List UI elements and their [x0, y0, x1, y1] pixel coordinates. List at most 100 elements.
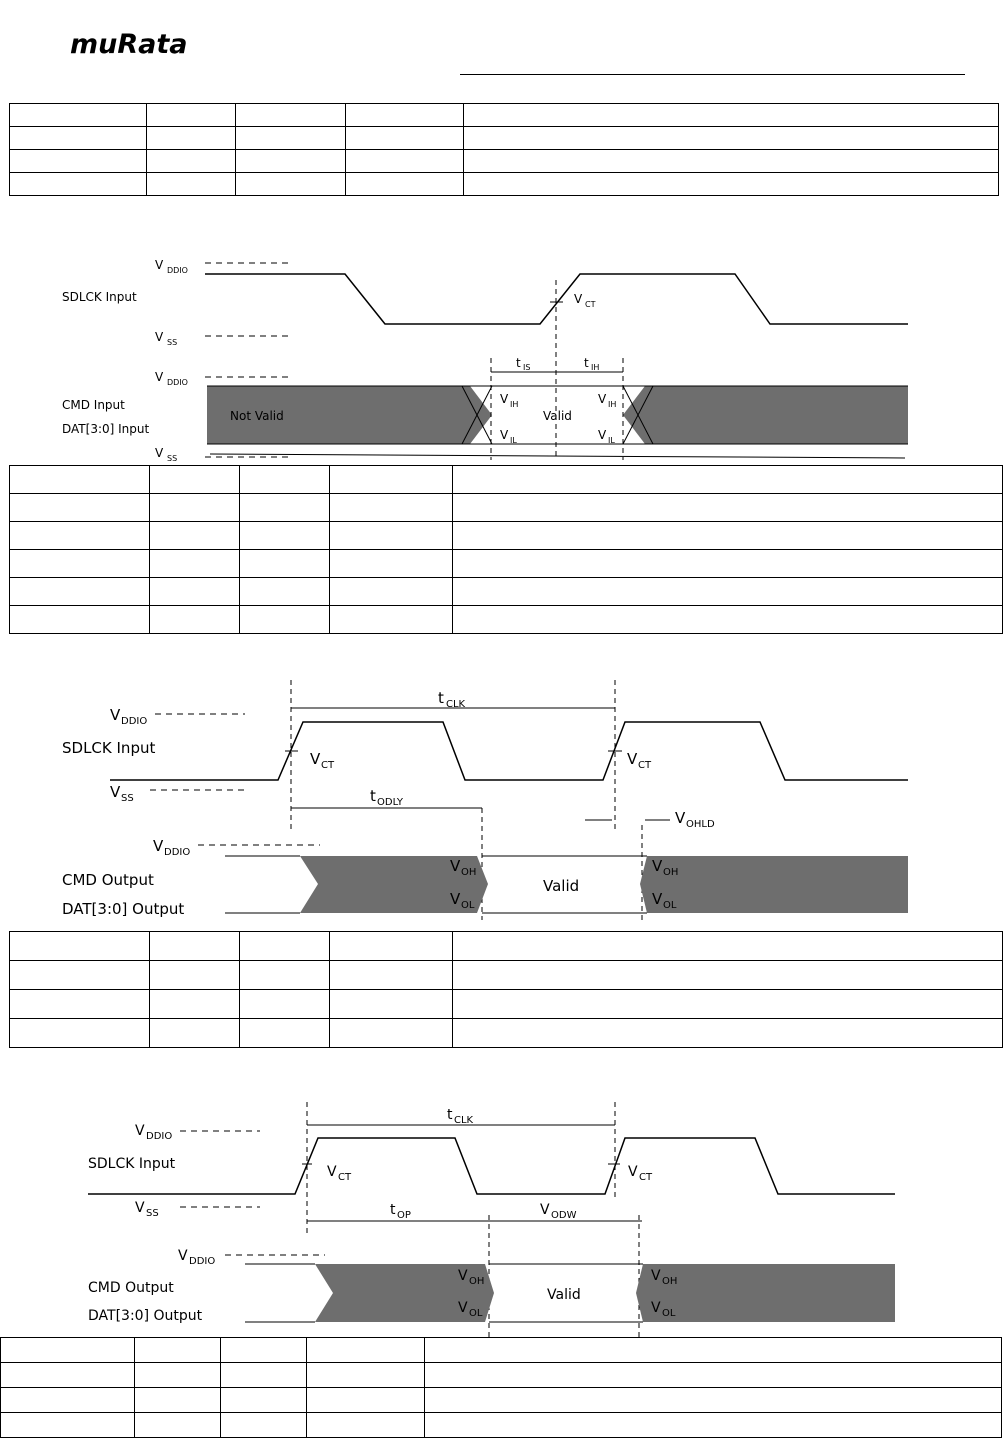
svg-text:V: V [110, 783, 121, 801]
svg-text:DDIO: DDIO [167, 266, 188, 275]
svg-text:V: V [450, 890, 461, 908]
svg-text:OH: OH [461, 867, 476, 878]
svg-text:V: V [652, 890, 663, 908]
svg-text:IH: IH [591, 363, 599, 372]
logo-text: muRata [70, 29, 188, 60]
dat-output-label: DAT[3:0] Output [62, 900, 184, 918]
svg-text:OL: OL [662, 1308, 676, 1319]
svg-text:CLK: CLK [446, 699, 466, 710]
spec-table-1 [9, 103, 999, 196]
svg-text:V: V [155, 330, 164, 344]
svg-text:t: t [516, 356, 521, 370]
table-row [9, 465, 1003, 494]
svg-text:OH: OH [469, 1276, 484, 1287]
svg-text:CT: CT [638, 760, 652, 771]
svg-text:V: V [652, 857, 663, 875]
spec-table-4 [0, 1337, 1002, 1438]
svg-text:IH: IH [608, 400, 616, 409]
not-valid-label: Not Valid [230, 409, 284, 423]
table-row [9, 960, 1003, 990]
svg-text:IH: IH [510, 400, 518, 409]
svg-text:V: V [500, 392, 509, 406]
valid-label: Valid [543, 409, 572, 423]
spec-table-2 [9, 465, 1003, 634]
table-row [0, 1387, 1002, 1413]
table-row [9, 521, 1003, 550]
svg-text:t: t [390, 1202, 396, 1218]
table-row [0, 1362, 1002, 1388]
svg-text:IL: IL [510, 436, 517, 445]
svg-text:SS: SS [146, 1208, 159, 1219]
svg-text:SS: SS [121, 793, 134, 804]
svg-text:DDIO: DDIO [189, 1256, 215, 1267]
svg-text:OL: OL [461, 900, 475, 911]
table-row [0, 1337, 1002, 1363]
svg-text:V: V [135, 1123, 145, 1139]
svg-text:V: V [110, 706, 121, 724]
svg-text:t: t [584, 356, 589, 370]
svg-text:OH: OH [662, 1276, 677, 1287]
valid-label-2: Valid [543, 877, 579, 895]
header-rule [460, 74, 965, 75]
svg-text:t: t [447, 1107, 453, 1123]
svg-text:V: V [500, 428, 509, 442]
cmd-output-label-2: CMD Output [88, 1280, 174, 1296]
svg-text:V: V [651, 1300, 661, 1316]
svg-text:IS: IS [523, 363, 530, 372]
table-row [0, 1412, 1002, 1438]
table-row [9, 989, 1003, 1019]
svg-text:CT: CT [338, 1172, 352, 1183]
cmd-input-label: CMD Input [62, 398, 125, 412]
table-row [9, 149, 999, 173]
svg-text:V: V [574, 292, 583, 306]
table-row [9, 577, 1003, 606]
svg-text:V: V [155, 446, 164, 460]
svg-text:V: V [135, 1200, 145, 1216]
svg-text:V: V [628, 1164, 638, 1180]
svg-text:V: V [450, 857, 461, 875]
sdclk-label: SDLCK Input [62, 290, 137, 304]
svg-text:V: V [540, 1202, 550, 1218]
svg-text:ODW: ODW [551, 1210, 577, 1221]
dat-input-label: DAT[3:0] Input [62, 422, 149, 436]
svg-text:t: t [438, 689, 444, 707]
table-row [9, 605, 1003, 634]
svg-text:IL: IL [608, 436, 615, 445]
svg-text:CLK: CLK [454, 1115, 474, 1126]
svg-text:CT: CT [639, 1172, 653, 1183]
svg-text:DDIO: DDIO [146, 1131, 172, 1142]
svg-text:CT: CT [321, 760, 335, 771]
table-row [9, 103, 999, 127]
svg-text:V: V [153, 837, 164, 855]
svg-text:OHLD: OHLD [686, 819, 715, 830]
svg-text:OH: OH [663, 867, 678, 878]
svg-text:V: V [598, 392, 607, 406]
svg-text:SS: SS [167, 338, 177, 347]
svg-text:DDIO: DDIO [167, 378, 188, 387]
murata-logo: muRata [70, 29, 188, 60]
svg-text:ODLY: ODLY [377, 797, 404, 808]
svg-text:SS: SS [167, 454, 177, 463]
svg-text:t: t [370, 787, 376, 805]
svg-text:V: V [155, 370, 164, 384]
sdclk-label-2: SDLCK Input [62, 739, 155, 757]
svg-text:OL: OL [663, 900, 677, 911]
table-row [9, 493, 1003, 522]
svg-text:V: V [598, 428, 607, 442]
svg-text:V: V [675, 809, 686, 827]
svg-text:V: V [327, 1164, 337, 1180]
svg-text:OP: OP [397, 1210, 411, 1221]
valid-label-3: Valid [547, 1287, 581, 1303]
dat-output-label-2: DAT[3:0] Output [88, 1308, 203, 1324]
table-row [9, 549, 1003, 578]
sdclk-label-3: SDLCK Input [88, 1156, 176, 1172]
table-row [9, 931, 1003, 961]
svg-text:V: V [651, 1268, 661, 1284]
table-row [9, 172, 999, 196]
vddio-label: V [155, 258, 164, 272]
table-row [9, 126, 999, 150]
svg-text:DDIO: DDIO [121, 716, 147, 727]
spec-table-3 [9, 931, 1003, 1048]
